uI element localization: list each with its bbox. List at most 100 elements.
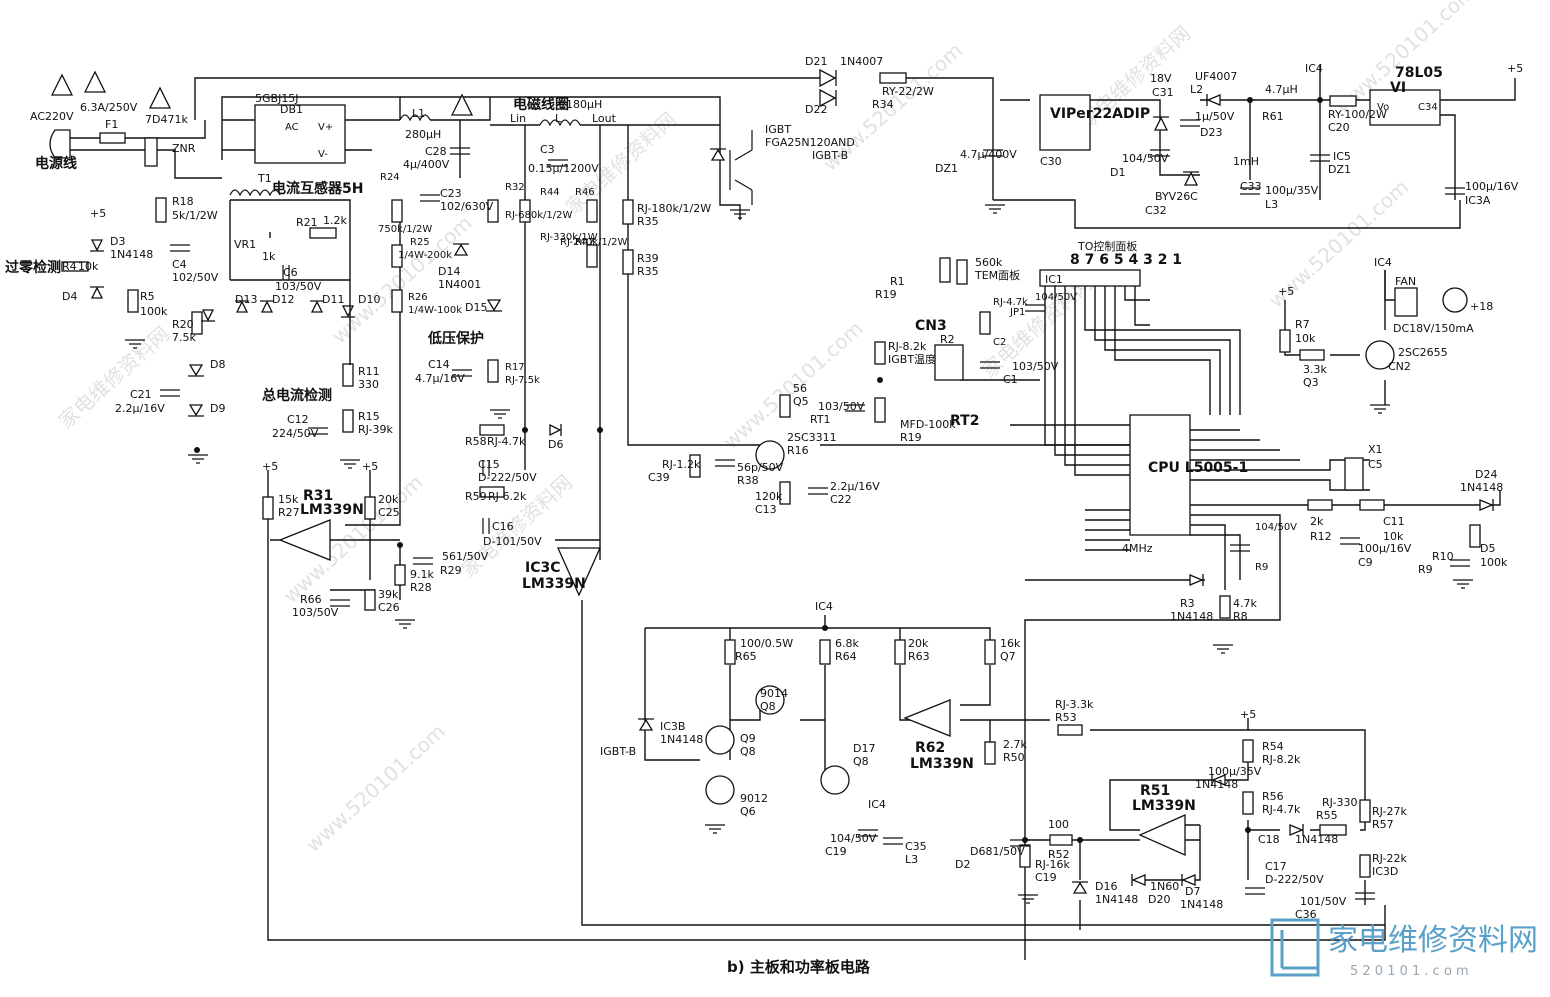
net-label: R54 — [1262, 740, 1284, 753]
net-label: C16 — [492, 520, 514, 533]
net-label: 4.7μ/16V — [415, 372, 465, 385]
net-label: 103/50V — [818, 400, 865, 413]
capacitor-icon — [808, 487, 828, 495]
resistor-icon — [1359, 499, 1385, 511]
diode-icon — [188, 404, 204, 417]
net-label: C32 — [1145, 204, 1167, 217]
logo-mark-icon — [1270, 918, 1320, 977]
capacitor-icon — [1025, 304, 1045, 312]
net-label: 102/630V — [440, 200, 494, 213]
net-label: D23 — [1200, 126, 1222, 139]
net-label: 18V — [1150, 72, 1172, 85]
net-label: 39k — [378, 588, 399, 601]
thermistor-icon — [874, 397, 886, 423]
net-label: 9014 — [760, 687, 788, 700]
net-label: DB1 — [280, 103, 303, 116]
net-label: 20k — [908, 637, 929, 650]
net-label: C25 — [378, 506, 400, 519]
net-label: 101/50V — [1300, 895, 1347, 908]
resistor-icon — [984, 741, 996, 765]
resistor-icon — [262, 496, 274, 520]
net-label: T1 — [257, 172, 272, 185]
net-label: Lin — [510, 112, 526, 125]
capacitor-icon — [1355, 892, 1375, 900]
capacitor-icon — [1150, 149, 1170, 157]
site-logo: 家电维修资料网 5 2 0 1 0 1 . c o m — [1270, 918, 1538, 979]
net-label: 104/50V — [1122, 152, 1169, 165]
net-label: R9 — [1418, 563, 1433, 576]
net-label: IC3B — [660, 720, 685, 733]
net-label: 1.2k — [323, 214, 347, 227]
net-label: C5 — [1368, 458, 1383, 471]
net-label: 1N4007 — [840, 55, 883, 68]
net-label: 10k — [1295, 332, 1316, 345]
resistor-icon — [519, 199, 531, 223]
net-label: 过零检测 — [5, 259, 61, 276]
net-label: C14 — [428, 358, 450, 371]
net-label: RJ-27k — [1372, 805, 1407, 818]
net-label: 电源线 — [35, 155, 77, 172]
resistor-icon — [1019, 844, 1031, 868]
net-label: R8 — [1233, 610, 1248, 623]
net-label: V+ — [318, 122, 333, 133]
net-label: 750k/1/2W — [378, 224, 432, 235]
net-label: RY-22/2W — [882, 85, 934, 98]
net-label: 103/50V — [292, 606, 339, 619]
net-label: IGBT-B — [600, 745, 636, 758]
net-label: +5 — [362, 460, 378, 473]
net-label: D5 — [1480, 542, 1495, 555]
net-label: R34 — [872, 98, 894, 111]
diode-icon — [453, 243, 469, 256]
capacitor-icon — [420, 194, 440, 202]
net-label: RJ-4.7k — [993, 297, 1028, 308]
net-label: C19 — [1035, 871, 1057, 884]
diode-icon — [90, 286, 104, 299]
net-label: 电流互感器5H — [272, 180, 363, 197]
diode-icon — [1183, 171, 1199, 186]
transistor-icon — [755, 685, 785, 715]
logo-text: 家电维修资料网 — [1328, 923, 1538, 958]
capacitor-icon — [845, 404, 865, 412]
resistor-icon — [1319, 824, 1347, 836]
resistor-icon — [956, 259, 968, 285]
net-label: D1 — [1110, 166, 1125, 179]
net-label: R50 — [1003, 751, 1025, 764]
net-label: IC5 — [1333, 150, 1351, 163]
net-label: LM339N — [522, 576, 586, 592]
crystal-icon — [1344, 457, 1364, 491]
resistor-icon — [586, 244, 598, 268]
capacitor-icon — [160, 389, 180, 397]
net-label: L — [555, 112, 562, 125]
net-label: R64 — [835, 650, 857, 663]
net-label: R19 — [900, 431, 922, 444]
net-label: R57 — [1372, 818, 1394, 831]
net-label: D6 — [548, 438, 563, 451]
capacitor-icon — [482, 518, 490, 534]
net-label: 2.2μ/16V — [830, 480, 880, 493]
resistor-icon — [1219, 595, 1231, 619]
net-label: 4μ/400V — [403, 158, 450, 171]
net-label: V- — [318, 149, 328, 160]
net-label: R10 — [1432, 550, 1454, 563]
capacitor-icon — [413, 557, 433, 565]
net-label: 100μ/35V — [1265, 184, 1319, 197]
net-label: JP1 — [1009, 307, 1025, 318]
net-label: R55 — [1316, 809, 1338, 822]
capacitor-icon — [282, 265, 290, 280]
net-label: D24 — [1475, 468, 1497, 481]
capacitor-icon — [1340, 537, 1360, 545]
net-label: 1μ/50V — [1195, 110, 1235, 123]
net-label: R11 — [358, 365, 380, 378]
resistor-icon — [979, 311, 991, 335]
net-label: 120k — [755, 490, 783, 503]
resistor-icon — [724, 639, 736, 665]
net-label: DZ1 — [935, 162, 958, 175]
net-label: RJ-6.2k — [488, 490, 527, 503]
net-label: C22 — [830, 493, 852, 506]
net-label: C18 — [1258, 833, 1280, 846]
inductor-icon — [399, 114, 431, 122]
net-label: ZNR — [172, 142, 196, 155]
net-label: D15 — [465, 301, 487, 314]
net-label: 56p/50V — [737, 461, 784, 474]
figure-caption: b) 主板和功率板电路 — [727, 958, 871, 976]
